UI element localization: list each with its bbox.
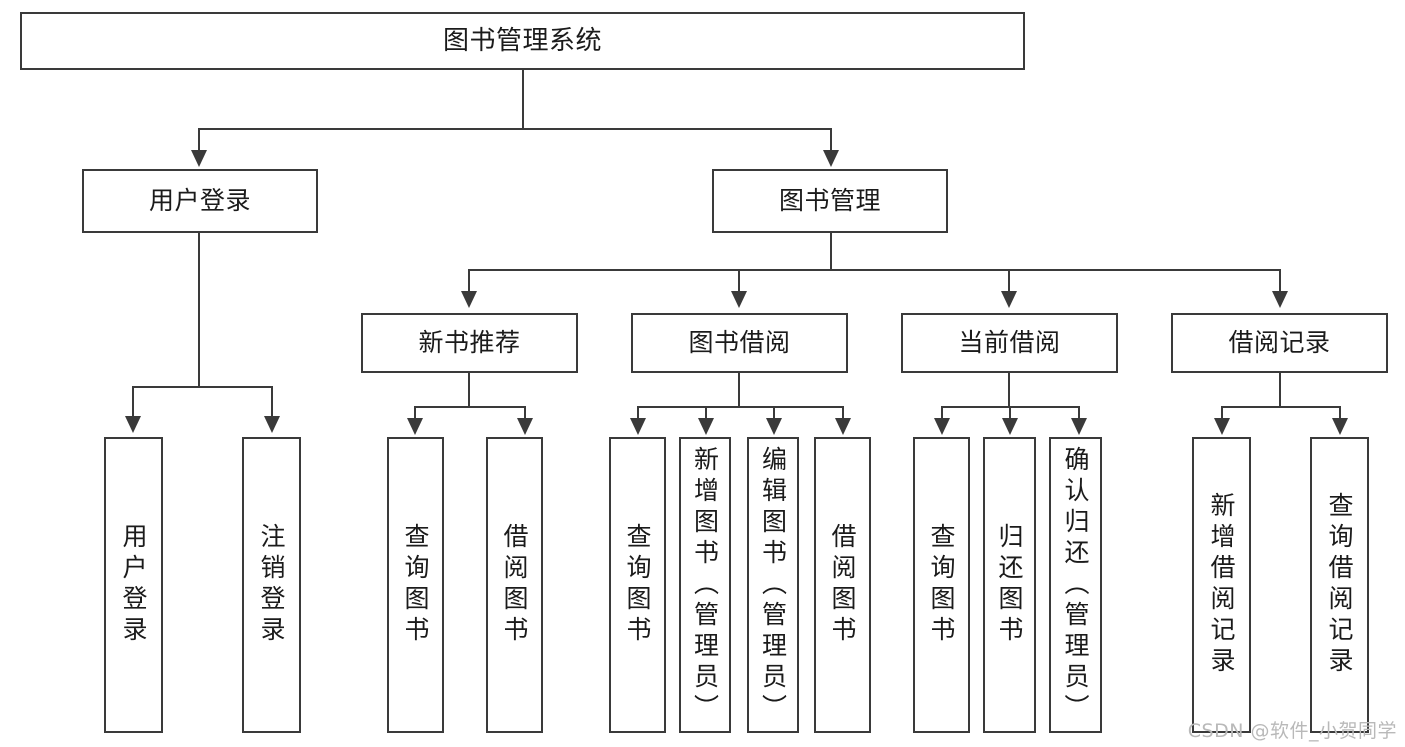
arrow-head-new-book-leaf-2 [517, 418, 533, 435]
csdn-watermark: CSDN @软件_小贺同学 [1187, 720, 1397, 742]
node-label: 查询图书 [401, 523, 430, 647]
arrow-head-borrow-record-leaf-2 [1332, 418, 1348, 435]
connector-root-drop-2 [830, 128, 832, 152]
connector-root-drop-1 [198, 128, 200, 152]
node-label: 注销登录 [257, 523, 286, 647]
leaf-borrow-record-query[interactable]: 查询借阅记录 [1310, 437, 1369, 733]
leaf-current-borrow-confirm-return[interactable]: 确认归还（管理员） [1049, 437, 1102, 733]
leaf-borrow-record-add[interactable]: 新增借阅记录 [1192, 437, 1251, 733]
node-label: 图书管理系统 [442, 25, 602, 56]
node-label: 归还图书 [995, 523, 1024, 647]
node-book-borrow[interactable]: 图书借阅 [631, 313, 848, 373]
arrow-head-current-borrow-leaf-1 [934, 418, 950, 435]
leaf-book-borrow-add[interactable]: 新增图书（管理员） [679, 437, 731, 733]
connector-book-borrow-drop-1 [637, 406, 639, 420]
connector-root-stem [522, 70, 524, 128]
node-book-management[interactable]: 图书管理 [712, 169, 948, 233]
leaf-book-borrow-edit[interactable]: 编辑图书（管理员） [747, 437, 799, 733]
connector-book-borrow-stem [738, 373, 740, 406]
connector-user-login-bus [132, 386, 271, 388]
connector-book-borrow-drop-4 [842, 406, 844, 420]
connector-borrow-record-bus [1221, 406, 1339, 408]
leaf-book-borrow-query[interactable]: 查询图书 [609, 437, 666, 733]
node-root-system[interactable]: 图书管理系统 [20, 12, 1025, 70]
arrow-head-new-book-leaf-1 [407, 418, 423, 435]
connector-book-borrow-bus [637, 406, 842, 408]
connector-root-bus [198, 128, 831, 130]
connector-new-book-drop-1 [414, 406, 416, 420]
arrow-head-user-login-leaf-1 [125, 416, 141, 433]
leaf-new-book-borrow[interactable]: 借阅图书 [486, 437, 543, 733]
connector-new-book-bus [414, 406, 524, 408]
node-label: 用户登录 [119, 523, 148, 647]
arrow-head-to-new-book-recommend [461, 291, 477, 308]
arrow-head-root-to-book-manage [823, 150, 839, 167]
node-label: 图书借阅 [688, 328, 791, 358]
connector-book-manage-drop-4 [1279, 269, 1281, 293]
connector-book-manage-drop-2 [738, 269, 740, 293]
connector-current-borrow-drop-2 [1009, 406, 1011, 420]
arrow-head-book-borrow-leaf-1 [630, 418, 646, 435]
arrow-head-book-borrow-leaf-2 [698, 418, 714, 435]
node-label: 编辑图书（管理员） [758, 445, 788, 725]
node-label: 新书推荐 [418, 328, 521, 358]
arrow-head-to-book-borrow [731, 291, 747, 308]
arrow-head-to-current-borrow [1001, 291, 1017, 308]
connector-borrow-record-stem [1279, 373, 1281, 406]
node-user-login[interactable]: 用户登录 [82, 169, 318, 233]
node-current-borrow[interactable]: 当前借阅 [901, 313, 1118, 373]
node-label: 图书管理 [778, 186, 881, 216]
arrow-head-user-login-leaf-2 [264, 416, 280, 433]
node-new-book-recommend[interactable]: 新书推荐 [361, 313, 578, 373]
arrow-head-root-to-user-login [191, 150, 207, 167]
arrow-head-book-borrow-leaf-4 [835, 418, 851, 435]
node-label: 借阅图书 [500, 523, 529, 647]
leaf-user-login-logout[interactable]: 注销登录 [242, 437, 301, 733]
node-label: 新增借阅记录 [1207, 492, 1236, 678]
node-label: 查询图书 [927, 523, 956, 647]
leaf-new-book-query[interactable]: 查询图书 [387, 437, 444, 733]
node-borrow-record[interactable]: 借阅记录 [1171, 313, 1388, 373]
node-label: 新增图书（管理员） [690, 445, 720, 725]
arrow-head-current-borrow-leaf-2 [1002, 418, 1018, 435]
leaf-current-borrow-return[interactable]: 归还图书 [983, 437, 1036, 733]
arrow-head-current-borrow-leaf-3 [1071, 418, 1087, 435]
node-label: 当前借阅 [958, 328, 1061, 358]
connector-book-manage-bus [468, 269, 1279, 271]
leaf-user-login-login[interactable]: 用户登录 [104, 437, 163, 733]
connector-user-login-drop-1 [132, 386, 134, 418]
node-label: 查询图书 [623, 523, 652, 647]
connector-new-book-stem [468, 373, 470, 406]
arrow-head-borrow-record-leaf-1 [1214, 418, 1230, 435]
node-label: 确认归还（管理员） [1061, 445, 1090, 725]
connector-book-borrow-drop-3 [773, 406, 775, 420]
connector-borrow-record-drop-1 [1221, 406, 1223, 420]
connector-book-manage-drop-3 [1008, 269, 1010, 293]
connector-book-manage-drop-1 [468, 269, 470, 293]
connector-borrow-record-drop-2 [1339, 406, 1341, 420]
node-label: 借阅图书 [828, 523, 857, 647]
arrow-head-book-borrow-leaf-3 [766, 418, 782, 435]
leaf-current-borrow-query[interactable]: 查询图书 [913, 437, 970, 733]
connector-current-borrow-drop-1 [941, 406, 943, 420]
node-label: 查询借阅记录 [1325, 492, 1354, 678]
connector-user-login-drop-2 [271, 386, 273, 418]
connector-book-borrow-drop-2 [705, 406, 707, 420]
connector-book-manage-stem [830, 233, 832, 269]
connector-new-book-drop-2 [524, 406, 526, 420]
connector-current-borrow-drop-3 [1078, 406, 1080, 420]
connector-user-login-stem [198, 233, 200, 386]
leaf-book-borrow-borrow[interactable]: 借阅图书 [814, 437, 871, 733]
node-label: 借阅记录 [1228, 328, 1331, 358]
node-label: 用户登录 [148, 186, 251, 216]
connector-current-borrow-stem [1008, 373, 1010, 406]
arrow-head-to-borrow-record [1272, 291, 1288, 308]
